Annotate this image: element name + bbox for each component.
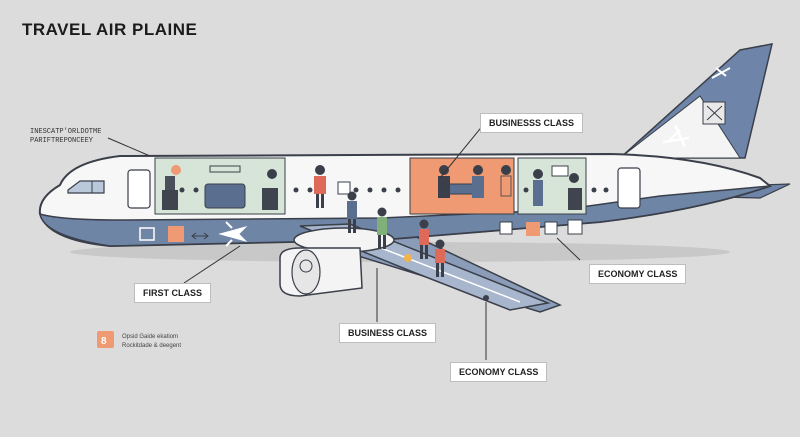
label-business-class-top: BUSINESSS CLASS <box>480 113 584 133</box>
arrows-icon <box>191 232 209 240</box>
orange-badge-icon <box>168 226 184 242</box>
cockpit-window <box>67 180 105 194</box>
label-business-class-bottom: BUSINESS CLASS <box>339 323 437 343</box>
window-row <box>179 187 609 193</box>
seat <box>162 190 178 210</box>
airplane-icon <box>218 221 248 247</box>
tail-small-logo-icon <box>711 67 731 79</box>
svg-text:8: 8 <box>101 336 107 347</box>
page-title: TRAVEL AIR PLAINE <box>22 20 198 39</box>
top-note-line2: PARIFTREPONCEEY <box>30 137 94 145</box>
rear-door <box>617 167 641 209</box>
front-door <box>127 169 151 209</box>
people-on-wing <box>347 191 489 301</box>
legend: Opsid Gaide ekatiom Rockitdade & deegent <box>122 333 181 351</box>
overhead-panel <box>209 165 241 173</box>
passenger <box>314 176 326 194</box>
tail-plane-logo-icon <box>662 124 690 148</box>
orange-badge-icon <box>526 222 540 236</box>
top-note: INESCATP'ORLDOTME PARIFTREPONCEEY <box>30 128 101 146</box>
fuselage-belly <box>39 185 771 247</box>
leader-lines <box>107 123 581 360</box>
luggage-icon <box>139 227 155 241</box>
label-first-class: FIRST CLASS <box>134 283 212 303</box>
legend-line1: Opsid Gaide ekatiom <box>122 334 179 340</box>
legend-line2: Rockitdade & deegent <box>122 343 182 349</box>
seat <box>262 188 278 210</box>
top-note-line1: INESCATP'ORLDOTME <box>30 128 102 136</box>
sofa <box>204 183 246 209</box>
label-economy-class-right: ECONOMY CLASS <box>589 264 687 284</box>
label-economy-class-bottom: ECONOMY CLASS <box>450 362 548 382</box>
tail-badge-mark <box>706 105 723 121</box>
orange-logo-icon <box>97 331 114 348</box>
